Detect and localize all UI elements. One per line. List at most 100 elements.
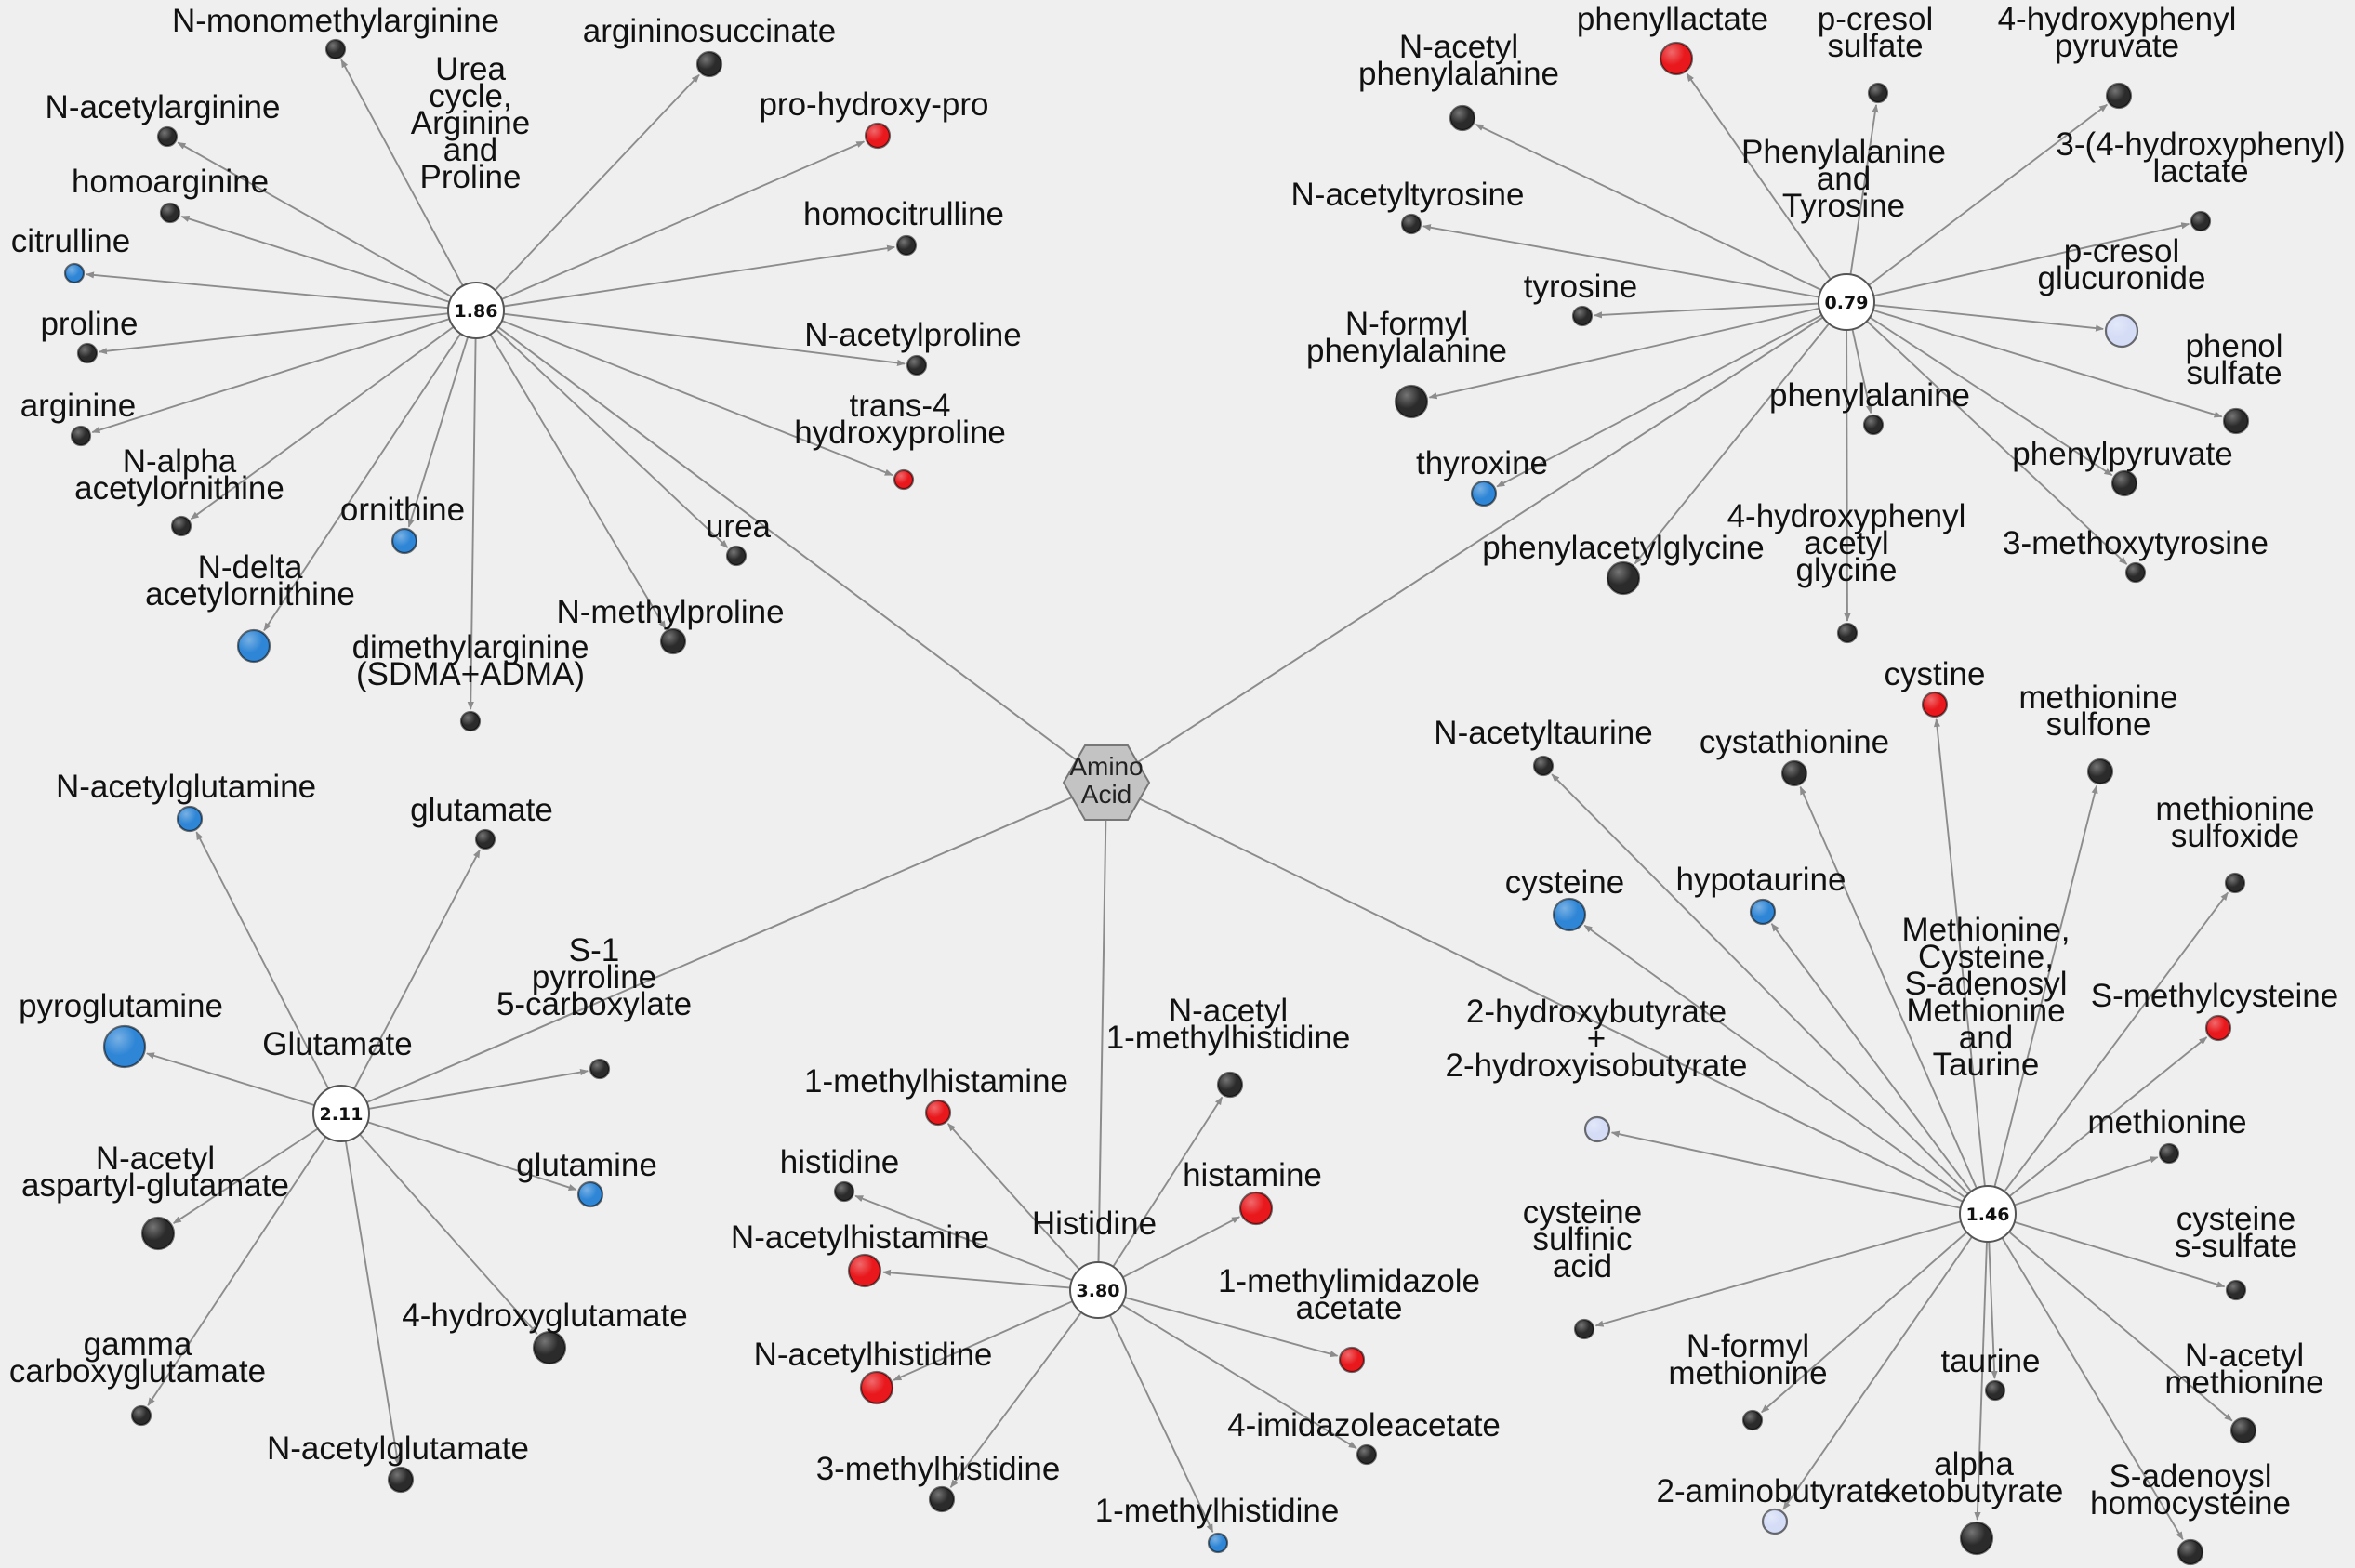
pathway-hub-glu[interactable]: 2.11 — [312, 1085, 370, 1142]
metabolite-node-2-aminobutyrate[interactable] — [1761, 1508, 1789, 1535]
metabolite-label-line: histamine — [1183, 1157, 1322, 1193]
metabolite-node-ornithine[interactable] — [390, 527, 418, 555]
metabolite-label-line: citrulline — [11, 223, 130, 259]
metabolite-node-cystine[interactable] — [1921, 691, 1949, 718]
metabolite-node-s-methylcysteine[interactable] — [2204, 1014, 2232, 1042]
metabolite-node-4-hydroxyphenyl-pyruvate[interactable] — [2105, 82, 2133, 110]
metabolite-node-n-acetylhistidine[interactable] — [859, 1370, 894, 1405]
metabolite-node-proline[interactable] — [76, 342, 99, 364]
edge-argininosuccinate — [475, 73, 700, 311]
metabolite-node-pyroglutamine[interactable] — [102, 1024, 147, 1069]
metabolite-node-4-imidazoleacetate[interactable] — [1356, 1443, 1378, 1466]
metabolite-node-arginine[interactable] — [70, 425, 92, 447]
metabolite-node-p-cresol-glucuronide[interactable] — [2104, 313, 2139, 349]
metabolite-node-3-4-hydroxyphenyl-lactate[interactable] — [2190, 210, 2212, 232]
metabolite-node-n-formyl-phenylalanine[interactable] — [1394, 384, 1429, 419]
metabolite-node-urea[interactable] — [725, 545, 748, 567]
metabolite-node-histidine[interactable] — [833, 1180, 855, 1203]
metabolite-node-methionine-sulfone[interactable] — [2086, 758, 2114, 785]
metabolite-label-line: N-acetylproline — [804, 317, 1021, 353]
metabolite-node-n-alpha-acetylornithine[interactable] — [170, 515, 192, 537]
metabolite-label: histidine — [780, 1144, 899, 1180]
metabolite-label: citrulline — [11, 223, 130, 259]
metabolite-label-line: 1-methylhistidine — [1095, 1493, 1340, 1529]
metabolite-label: S-methylcysteine — [2091, 978, 2338, 1014]
metabolite-node-taurine[interactable] — [1984, 1379, 2006, 1402]
metabolite-node-n-acetylglutamine[interactable] — [176, 805, 204, 833]
metabolite-node-n-formyl-methionine[interactable] — [1741, 1409, 1764, 1431]
metabolite-node-tyrosine[interactable] — [1571, 305, 1594, 327]
metabolite-node-glutamate[interactable] — [474, 828, 496, 850]
metabolite-node-n-delta-acetylornithine[interactable] — [236, 628, 271, 664]
metabolite-node-3-methylhistidine[interactable] — [928, 1485, 956, 1513]
pathway-hub-met[interactable]: 1.46 — [1959, 1185, 2017, 1243]
edge-n-acetylproline — [475, 310, 906, 366]
metabolite-node-phenyllactate[interactable] — [1659, 41, 1694, 76]
pathway-name-line: and — [443, 132, 497, 168]
metabolite-node-s-1-pyrroline-5-carboxylate[interactable] — [589, 1058, 611, 1080]
metabolite-node-n-acetylarginine[interactable] — [156, 125, 179, 148]
metabolite-node-1-methylhistamine[interactable] — [924, 1099, 952, 1127]
metabolite-node-cysteine-s-sulfate[interactable] — [2225, 1279, 2247, 1301]
metabolite-node-histamine[interactable] — [1238, 1191, 1274, 1226]
pathway-hub-phe[interactable]: 0.79 — [1818, 273, 1875, 331]
metabolite-node-phenol-sulfate[interactable] — [2222, 407, 2250, 435]
pathway-hub-urea[interactable]: 1.86 — [447, 282, 505, 339]
metabolite-node-s-adenoysl-homocysteine[interactable] — [2176, 1538, 2204, 1566]
metabolite-node-methionine-sulfoxide[interactable] — [2224, 872, 2246, 894]
metabolite-node-n-methylproline[interactable] — [659, 627, 687, 655]
metabolite-label: N-acetylglutamate — [267, 1430, 529, 1467]
metabolite-node-cysteine[interactable] — [1552, 897, 1587, 932]
edge-root-glu — [340, 782, 1107, 1114]
metabolite-node-hypotaurine[interactable] — [1749, 898, 1777, 926]
metabolite-label-line: 2-hydroxyisobutyrate — [1446, 1048, 1748, 1084]
metabolite-node-trans-4-hydroxyproline[interactable] — [893, 468, 915, 491]
metabolite-node-n-acetyl-methionine[interactable] — [2229, 1416, 2257, 1444]
metabolite-node-methionine[interactable] — [2158, 1142, 2180, 1165]
metabolite-label-line: sulfate — [1827, 28, 1923, 64]
metabolite-node-4-hydroxyglutamate[interactable] — [532, 1330, 567, 1365]
metabolite-node-glutamine[interactable] — [576, 1180, 604, 1208]
metabolite-label-line: phenylpyruvate — [2012, 436, 2232, 472]
metabolite-node-n-acetyltyrosine[interactable] — [1400, 213, 1422, 235]
metabolite-node-gamma-carboxyglutamate[interactable] — [130, 1404, 152, 1427]
metabolite-node-homoarginine[interactable] — [159, 202, 181, 224]
metabolite-node-n-monomethylarginine[interactable] — [324, 38, 347, 60]
edge-trans-4-hydroxyproline — [475, 310, 893, 477]
metabolite-node-n-acetylproline[interactable] — [906, 354, 928, 376]
metabolite-node-p-cresol-sulfate[interactable] — [1867, 82, 1889, 104]
pathway-value: 1.46 — [1966, 1205, 2010, 1225]
metabolite-node-homocitrulline[interactable] — [895, 234, 918, 257]
edge-cysteine-s-sulfate — [1987, 1213, 2226, 1288]
metabolite-node-cysteine-sulfinic-acid[interactable] — [1573, 1318, 1595, 1340]
metabolite-node-argininosuccinate[interactable] — [695, 50, 723, 78]
metabolite-node-n-acetyl-1-methylhistidine[interactable] — [1216, 1071, 1244, 1099]
metabolite-node-thyroxine[interactable] — [1470, 480, 1498, 507]
metabolite-label-line: hypotaurine — [1676, 862, 1846, 898]
metabolite-node-n-acetyltaurine[interactable] — [1532, 755, 1555, 777]
metabolite-node-2-hydroxybutyrate-2-hydroxyisobutyrate[interactable] — [1583, 1115, 1611, 1143]
metabolite-node-n-acetyl-aspartyl-glutamate[interactable] — [140, 1216, 176, 1251]
metabolite-node-n-acetylglutamate[interactable] — [387, 1466, 415, 1494]
metabolite-label-line: thyroxine — [1416, 445, 1548, 481]
metabolite-node-pro-hydroxy-pro[interactable] — [864, 122, 892, 150]
metabolite-label: N-acetyltaurine — [1434, 715, 1652, 751]
metabolite-node-n-acetyl-phenylalanine[interactable] — [1449, 104, 1476, 132]
metabolite-node-n-acetylhistamine[interactable] — [847, 1253, 882, 1288]
metabolite-node-citrulline[interactable] — [63, 262, 86, 284]
metabolite-node-phenylacetylglycine[interactable] — [1606, 560, 1641, 596]
pathway-hub-his[interactable]: 3.80 — [1069, 1261, 1127, 1319]
metabolite-node-phenylpyruvate[interactable] — [2110, 469, 2138, 497]
metabolite-node-4-hydroxyphenyl-acetyl-glycine[interactable] — [1836, 622, 1859, 644]
metabolite-node-1-methylhistidine[interactable] — [1207, 1532, 1229, 1554]
metabolite-node-alpha-ketobutyrate[interactable] — [1959, 1521, 1994, 1556]
metabolite-node-cystathionine[interactable] — [1780, 759, 1808, 787]
metabolite-node-3-methoxytyrosine[interactable] — [2124, 561, 2147, 584]
metabolite-node-dimethylarginine-sdma-adma[interactable] — [459, 710, 482, 732]
metabolite-node-phenylalanine[interactable] — [1862, 414, 1885, 436]
metabolite-node-1-methylimidazole-acetate[interactable] — [1338, 1346, 1366, 1374]
metabolite-label-line: arginine — [20, 388, 137, 424]
